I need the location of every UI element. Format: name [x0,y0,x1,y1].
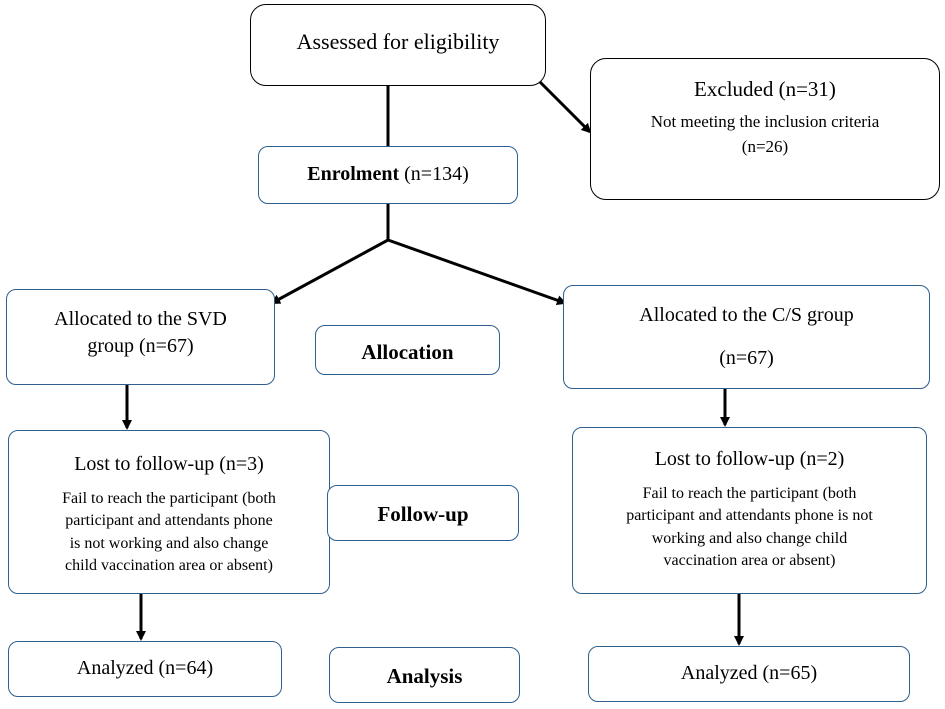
arrow-to-cs-group [387,238,567,306]
svd-allocation-line2: group (n=67) [87,335,194,357]
enrolment-label: Enrolment [307,163,400,185]
cs-allocation-line2: (n=67) [719,347,774,369]
excluded-box: Excluded (n=31) Not meeting the inclusio… [590,58,940,200]
svd-analyzed-label: Analyzed (n=64) [76,657,214,679]
cs-allocation-line1: Allocated to the C/S group [639,304,854,326]
excluded-reason-count: (n=26) [741,137,789,157]
arrow-to-svd-group [270,238,389,305]
cs-analyzed-box: Analyzed (n=65) [588,646,910,702]
excluded-title: Excluded (n=31) [694,77,836,101]
stage-follow-up: Follow-up [327,485,519,541]
cs-lost-reason: Fail to reach the participant (both part… [573,483,926,573]
enrolment-box: Enrolment (n=134) [258,146,518,204]
cs-lost-reason-line: working and also change child [651,529,848,547]
excluded-reason: Not meeting the inclusion criteria [650,112,880,132]
cs-lost-reason-line: vaccination area or absent) [663,552,836,570]
svd-lost-reason-line: is not working and also change [69,534,269,552]
arrow-to-excluded [538,80,592,134]
assessed-label: Assessed for eligibility [296,29,500,54]
svd-allocation-line1: Allocated to the SVD [54,308,227,330]
cs-allocation-box: Allocated to the C/S group (n=67) [563,285,930,389]
svd-lost-title: Lost to follow-up (n=3) [74,453,264,475]
svd-lost-reason-line: child vaccination area or absent) [65,557,273,575]
stage-analysis-label: Analysis [386,664,463,688]
enrolment-count: (n=134) [399,163,469,185]
cs-lost-reason-line: participant and attendants phone is not [626,507,873,525]
svd-lost-reason-line: participant and attendants phone [65,512,273,530]
assessed-box: Assessed for eligibility [250,4,546,86]
cs-lost-box: Lost to follow-up (n=2) Fail to reach th… [572,427,927,594]
svd-lost-reason: Fail to reach the participant (both part… [9,488,329,578]
svd-allocation-box: Allocated to the SVD group (n=67) [6,289,275,385]
stage-allocation-label: Allocation [361,340,454,364]
svd-lost-box: Lost to follow-up (n=3) Fail to reach th… [8,430,330,594]
cs-lost-title: Lost to follow-up (n=2) [654,448,845,470]
stage-analysis: Analysis [329,647,520,703]
cs-lost-reason-line: Fail to reach the participant (both [642,485,857,502]
svd-analyzed-box: Analyzed (n=64) [8,641,282,697]
svd-lost-reason-line: Fail to reach the participant (both [62,490,276,507]
stage-allocation: Allocation [315,325,500,375]
stage-follow-up-label: Follow-up [377,502,469,526]
cs-analyzed-label: Analyzed (n=65) [680,662,818,684]
